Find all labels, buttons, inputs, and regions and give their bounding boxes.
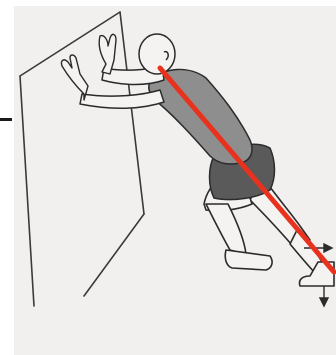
arrow-down-head	[320, 298, 328, 306]
front-foot	[225, 250, 272, 270]
body-alignment-line	[160, 68, 334, 272]
upper-hand	[99, 34, 116, 74]
arrow-right-head	[324, 244, 332, 252]
wall	[20, 12, 144, 306]
head-shape	[139, 34, 175, 74]
wall-left-edge	[20, 76, 34, 306]
front-arm	[80, 90, 164, 108]
wall-bottom-edge	[84, 214, 144, 296]
wall-right-edge	[120, 12, 144, 214]
lower-hand	[61, 55, 88, 100]
head	[139, 34, 175, 74]
front-calf	[206, 204, 246, 254]
